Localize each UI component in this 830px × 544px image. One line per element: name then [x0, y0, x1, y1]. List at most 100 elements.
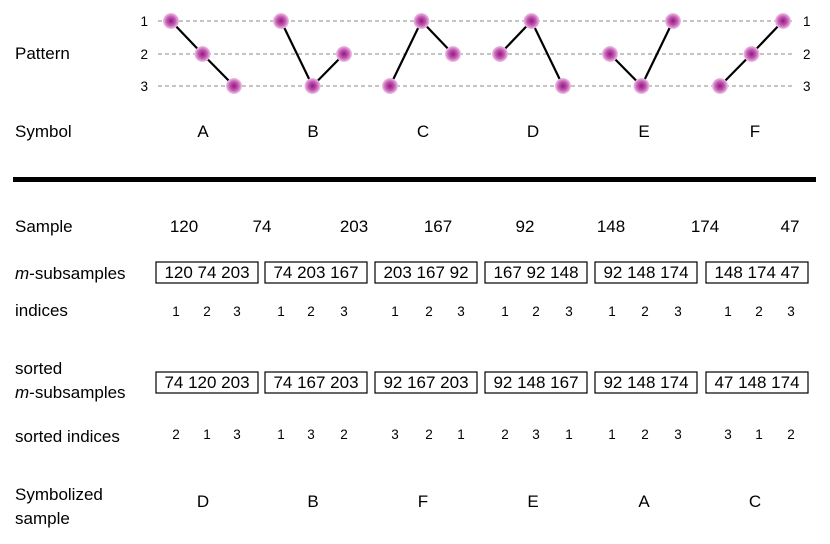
pattern-glyph-E — [602, 13, 681, 94]
symbol-D: D — [527, 122, 539, 141]
pattern-dot — [304, 78, 321, 94]
sorted-subsample-text: 74 120 203 — [164, 373, 249, 392]
subsamples-row-label: m-subsamples — [15, 264, 126, 283]
index-value: 3 — [565, 304, 573, 319]
sample-value: 92 — [516, 217, 535, 236]
sample-value: 203 — [340, 217, 368, 236]
index-value: 3 — [233, 304, 241, 319]
sorted-index-value: 3 — [674, 427, 682, 442]
index-value: 1 — [277, 304, 285, 319]
m-variable: m — [15, 264, 29, 283]
index-value: 1 — [172, 304, 180, 319]
subsample-text: 167 92 148 — [493, 263, 578, 282]
subsample-text: 120 74 203 — [164, 263, 249, 282]
index-value: 2 — [641, 304, 649, 319]
subsamples-suffix: -subsamples — [29, 264, 125, 283]
subsamples-section: m-subsamples 120 74 203 74 203 167 203 1… — [15, 261, 809, 284]
level-label-right-3: 3 — [803, 79, 811, 94]
level-label-right-2: 2 — [803, 47, 811, 62]
sorted-subsample-box — [484, 371, 588, 394]
pattern-dot — [712, 78, 728, 94]
index-value: 3 — [340, 304, 348, 319]
index-value: 1 — [724, 304, 732, 319]
sorted-index-value: 3 — [724, 427, 732, 442]
pattern-glyph-C — [382, 13, 461, 94]
symbolized-symbol: B — [307, 492, 318, 511]
pattern-dot — [523, 13, 540, 29]
subsample-box — [484, 261, 588, 284]
symbol-E: E — [638, 122, 649, 141]
sorted-subsample-box — [155, 371, 259, 394]
sorted-index-value: 1 — [608, 427, 616, 442]
sorted-index-value: 2 — [425, 427, 433, 442]
sample-value: 74 — [253, 217, 272, 236]
sorted-subsample-box — [374, 371, 478, 394]
sample-value: 167 — [424, 217, 452, 236]
pattern-glyph-B — [273, 13, 352, 94]
sorted-index-value: 2 — [641, 427, 649, 442]
level-label-left-3: 3 — [140, 79, 148, 94]
pattern-dot — [226, 78, 242, 94]
symbolized-row-label-line1: Symbolized — [15, 485, 103, 504]
symbol-A: A — [197, 122, 209, 141]
sorted-index-value: 3 — [307, 427, 315, 442]
index-value: 2 — [755, 304, 763, 319]
sorted-indices-row-label: sorted indices — [15, 427, 120, 446]
sorted-index-value: 1 — [277, 427, 285, 442]
pattern-dot — [445, 46, 461, 62]
pattern-dot — [555, 78, 571, 94]
sorted-row-label-line2: m-subsamples — [15, 383, 126, 402]
sorted-index-value: 2 — [501, 427, 509, 442]
sorted-index-value: 3 — [532, 427, 540, 442]
sample-value: 148 — [597, 217, 625, 236]
level-label-right-1: 1 — [803, 14, 811, 29]
subsamples-suffix: -subsamples — [29, 383, 125, 402]
symbol-C: C — [417, 122, 429, 141]
sample-section: Sample 120 74 203 167 92 148 174 47 — [15, 217, 799, 236]
symbolized-symbol: E — [527, 492, 538, 511]
sample-value: 174 — [691, 217, 719, 236]
sorted-row-label-line1: sorted — [15, 359, 62, 378]
pattern-dot — [336, 46, 352, 62]
index-value: 2 — [425, 304, 433, 319]
sample-value: 47 — [781, 217, 800, 236]
symbol-F: F — [750, 122, 760, 141]
subsample-text: 203 167 92 — [383, 263, 468, 282]
index-value: 3 — [787, 304, 795, 319]
sorted-index-value: 3 — [233, 427, 241, 442]
sorted-index-value: 1 — [457, 427, 465, 442]
subsample-box — [594, 261, 698, 284]
sorted-index-value: 3 — [391, 427, 399, 442]
sorted-index-value: 2 — [340, 427, 348, 442]
index-value: 1 — [391, 304, 399, 319]
index-value: 1 — [501, 304, 509, 319]
sample-row-label: Sample — [15, 217, 73, 236]
sorted-index-value: 1 — [203, 427, 211, 442]
pattern-dot — [665, 13, 681, 29]
sorted-subsample-text: 92 148 167 — [493, 373, 578, 392]
index-value: 3 — [457, 304, 465, 319]
sorted-subsamples-section: sorted m-subsamples 74 120 203 74 167 20… — [15, 359, 809, 402]
subsample-text: 92 148 174 — [603, 263, 688, 282]
sorted-subsample-text: 74 167 203 — [273, 373, 358, 392]
level-labels-left: 1 2 3 — [140, 14, 148, 94]
symbolized-symbol: D — [197, 492, 209, 511]
pattern-dot — [163, 13, 179, 29]
indices-row-label: indices — [15, 301, 68, 320]
pattern-dot — [492, 46, 508, 62]
sorted-index-value: 1 — [565, 427, 573, 442]
sorted-index-value: 2 — [172, 427, 180, 442]
pattern-glyph-D — [492, 13, 571, 94]
subsample-box — [705, 261, 809, 284]
index-value: 2 — [203, 304, 211, 319]
level-guides — [158, 20, 795, 87]
pattern-dot — [382, 78, 398, 94]
index-value: 2 — [307, 304, 315, 319]
pattern-dot — [743, 46, 760, 62]
symbol-B: B — [307, 122, 318, 141]
index-value: 3 — [674, 304, 682, 319]
